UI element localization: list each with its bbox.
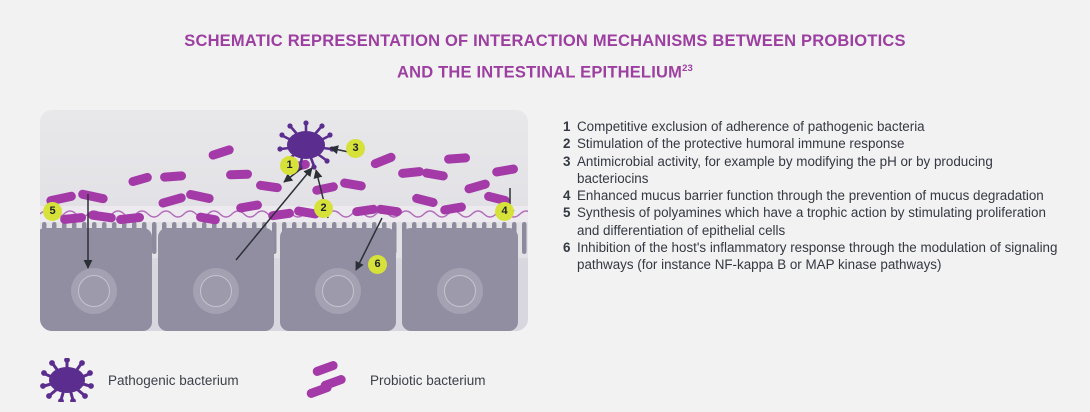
mechanism-text: Competitive exclusion of adherence of pa… — [577, 119, 925, 134]
mechanism-text: Stimulation of the protective humoral im… — [577, 136, 905, 152]
legend-item-pathogen: Pathogenic bacterium — [40, 355, 239, 405]
probiotic-bacterium — [484, 191, 510, 206]
probiotic-bacterium — [268, 208, 294, 221]
probiotic-bacterium — [60, 213, 87, 224]
arrow-6 — [355, 217, 383, 271]
mechanism-item: 3 Antimicrobial activity, for example by… — [563, 153, 1063, 188]
probiotic-bacterium — [444, 153, 471, 164]
mechanism-item: 5 Synthesis of polyamines which have a t… — [563, 204, 1063, 239]
mechanism-number: 3 — [563, 153, 571, 169]
legend-label-probiotic: Probiotic bacterium — [370, 372, 486, 388]
probiotic-bacterium — [158, 193, 186, 208]
probiotic-icon — [306, 361, 346, 398]
mechanism-item: 4 Enhanced mucus barrier function throug… — [563, 187, 1063, 204]
epithelial-cell — [280, 228, 396, 331]
mechanism-list: 1 Competitive exclusion of adherence of … — [563, 118, 1063, 274]
cell-nucleus — [71, 268, 117, 314]
mechanism-number: 4 — [563, 188, 571, 204]
legend-label-pathogen: Pathogenic bacterium — [108, 372, 239, 388]
diagram-panel: 1 2 3 4 5 6 — [40, 110, 528, 331]
probiotic-bacterium — [128, 172, 152, 187]
probiotic-bacterium — [294, 206, 320, 219]
probiotic-bacterium — [440, 202, 466, 215]
cell-nucleus — [315, 268, 361, 314]
page-title: SCHEMATIC REPRESENTATION OF INTERACTION … — [0, 28, 1090, 87]
probiotic-bacterium — [352, 204, 378, 217]
probiotic-bacterium — [312, 182, 338, 195]
probiotic-bacteria-group — [46, 145, 518, 225]
legend-item-probiotic: Probiotic bacterium — [302, 355, 486, 405]
probiotic-bacterium — [422, 168, 448, 181]
epithelial-cell-layer — [40, 228, 528, 331]
probiotic-bacterium — [412, 193, 438, 208]
badge-4[interactable]: 4 — [495, 202, 514, 221]
probiotic-bacterium — [226, 169, 253, 180]
probiotic-bacterium — [186, 190, 214, 203]
mechanism-number: 6 — [563, 240, 571, 256]
badge-2[interactable]: 2 — [314, 199, 333, 218]
cell-nucleus — [437, 268, 483, 314]
probiotic-bacterium — [88, 210, 116, 223]
title-line-2: AND THE INTESTINAL EPITHELIUM23 — [0, 55, 1090, 87]
probiotic-bacterium — [376, 204, 402, 217]
mechanism-item: 6 Inhibition of the host's inflammatory … — [563, 239, 1063, 274]
arrow-2 — [235, 167, 313, 261]
probiotic-bacterium — [160, 171, 187, 182]
title-superscript-reference: 23 — [682, 63, 694, 74]
badge-1[interactable]: 1 — [280, 156, 299, 175]
mechanism-number: 1 — [563, 119, 571, 134]
diagram-overlay — [46, 120, 518, 271]
mechanism-text: Enhanced mucus barrier function through … — [577, 188, 1044, 204]
title-line-2-text: AND THE INTESTINAL EPITHELIUM — [396, 63, 683, 82]
arrow-1 — [283, 167, 303, 183]
title-line-1: SCHEMATIC REPRESENTATION OF INTERACTION … — [184, 32, 906, 50]
cell-nucleus — [193, 268, 239, 314]
probiotic-bacterium — [116, 213, 145, 224]
probiotic-bacterium — [370, 152, 396, 169]
probiotic-bacterium — [256, 180, 282, 193]
pathogen-icon — [40, 358, 94, 402]
legend: Pathogenic bacterium Probiotic bacterium — [40, 355, 540, 405]
epithelial-cell — [158, 228, 274, 331]
pathogen-body — [287, 131, 325, 159]
badge-6[interactable]: 6 — [368, 255, 387, 274]
probiotic-bacterium — [208, 145, 234, 160]
probiotic-bacterium — [46, 191, 76, 206]
badge-3[interactable]: 3 — [346, 139, 365, 158]
probiotic-bacterium — [398, 167, 425, 178]
mechanism-text: Inhibition of the host's inflammatory re… — [577, 240, 1058, 273]
probiotic-bacterium — [236, 200, 262, 213]
probiotic-bacterium — [464, 179, 490, 194]
probiotic-bacterium — [340, 178, 366, 191]
epithelial-cell — [402, 228, 518, 331]
mechanism-text: Antimicrobial activity, for example by m… — [577, 153, 993, 186]
mechanism-text: Synthesis of polyamines which have a tro… — [577, 205, 1046, 238]
mechanism-number: 5 — [563, 205, 571, 221]
probiotic-bacterium — [78, 189, 108, 204]
mechanism-item: 1 Competitive exclusion of adherence of … — [563, 118, 1063, 135]
badge-5[interactable]: 5 — [43, 202, 62, 221]
probiotic-bacterium — [196, 212, 220, 225]
probiotic-bacterium — [492, 164, 518, 177]
mechanism-number: 2 — [563, 136, 571, 152]
mechanism-item: 2 Stimulation of the protective humoral … — [563, 135, 1063, 152]
epithelial-cell — [40, 228, 152, 331]
